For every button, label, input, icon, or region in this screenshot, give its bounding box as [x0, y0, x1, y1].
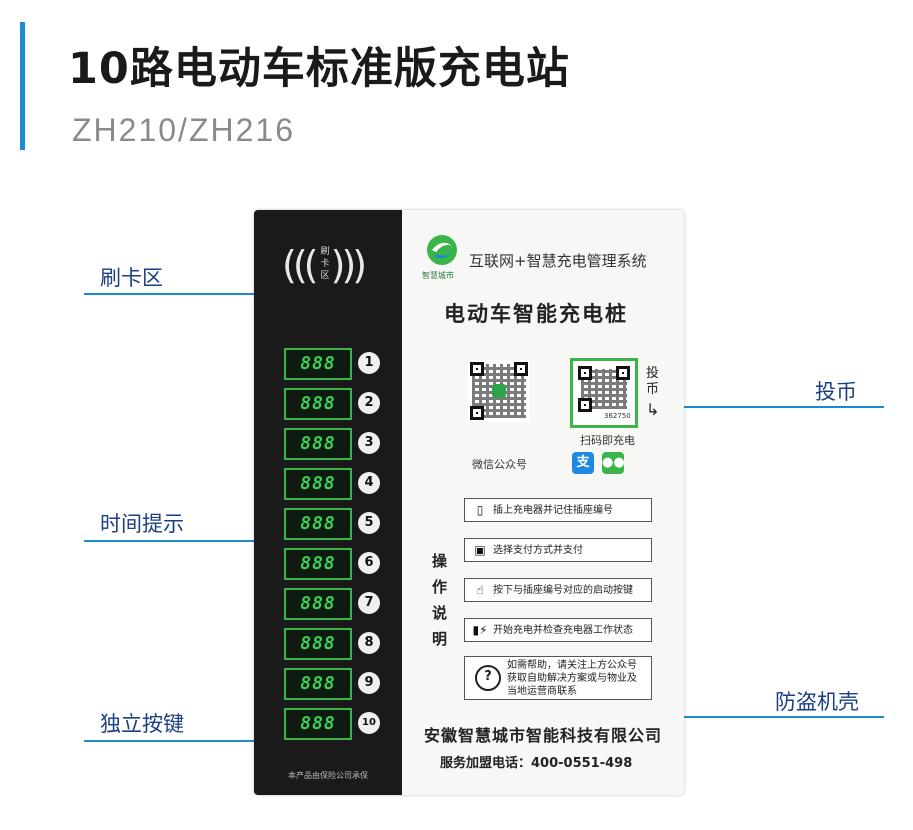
- start-key[interactable]: 10: [358, 712, 380, 734]
- timer-display: 888: [284, 668, 352, 700]
- callout-line-independent-keys: [84, 740, 254, 742]
- wechat-qr-code: [468, 360, 530, 422]
- charging-slot: 888 8: [284, 628, 394, 660]
- card-reader-label: 刷卡区: [320, 247, 330, 281]
- nfc-icon: ((( ))): [282, 243, 367, 287]
- payment-qr-code: [570, 358, 638, 428]
- charging-slot: 888 6: [284, 548, 394, 580]
- scan-to-charge-label: 扫码即充电: [580, 434, 635, 447]
- press-finger-icon: ☝: [476, 583, 484, 597]
- start-key[interactable]: 6: [358, 552, 380, 574]
- instruction-text: 开始充电并检查充电器工作状态: [493, 624, 633, 636]
- start-key[interactable]: 3: [358, 432, 380, 454]
- instruction-step: ☝ 按下与插座编号对应的启动按键: [464, 578, 652, 602]
- timer-display: 888: [284, 508, 352, 540]
- payment-methods-icon: ▣: [474, 543, 486, 557]
- company-name: 安徽智慧城市智能科技有限公司: [424, 726, 663, 745]
- insurance-note: 本产品由保险公司承保: [288, 771, 368, 780]
- timer-display: 888: [284, 468, 352, 500]
- product-name: 电动车智能充电桩: [444, 302, 628, 326]
- coin-slot-label: 投币: [646, 366, 660, 397]
- qr-device-code: 362750: [604, 412, 631, 420]
- callout-line-coin: [684, 406, 884, 408]
- card-reader[interactable]: ((( ))) 刷卡区: [282, 240, 372, 290]
- battery-charging-icon: ▮⚡: [472, 623, 488, 637]
- help-question-icon: ?: [475, 665, 501, 691]
- charging-slot: 888 9: [284, 668, 394, 700]
- wechat-account-label: 微信公众号: [472, 458, 527, 471]
- timer-display: 888: [284, 428, 352, 460]
- charging-slot: 888 10: [284, 708, 394, 740]
- arrow-down-right-icon: ↳: [646, 400, 660, 419]
- title-accent-bar: [20, 22, 25, 150]
- instruction-text: 如需帮助，请关注上方公众号获取自助解决方案或与物业及当地运营商联系: [507, 659, 637, 697]
- system-name: 互联网+智慧充电管理系统: [469, 252, 647, 270]
- timer-display: 888: [284, 548, 352, 580]
- charging-slot: 888 7: [284, 588, 394, 620]
- start-key[interactable]: 4: [358, 472, 380, 494]
- start-key[interactable]: 8: [358, 632, 380, 654]
- timer-display: 888: [284, 588, 352, 620]
- operation-instructions-label: 操作说明: [432, 552, 448, 648]
- callout-anti-theft-case: 防盗机壳: [775, 690, 859, 714]
- start-key[interactable]: 9: [358, 672, 380, 694]
- charging-slot: 888 1: [284, 348, 394, 380]
- charging-slot: 888 4: [284, 468, 394, 500]
- charging-slot: 888 2: [284, 388, 394, 420]
- timer-display: 888: [284, 388, 352, 420]
- start-key[interactable]: 7: [358, 592, 380, 614]
- charging-station-device: ((( ))) 刷卡区 888 1 888 2 888 3 888 4 888 …: [254, 210, 684, 795]
- callout-line-anti-theft-case: [684, 716, 884, 718]
- charging-slot: 888 3: [284, 428, 394, 460]
- model-subtitle: ZH210/ZH216: [72, 112, 295, 148]
- instruction-step: ▣ 选择支付方式并支付: [464, 538, 652, 562]
- instruction-text: 按下与插座编号对应的启动按键: [493, 584, 633, 596]
- alipay-icon: 支: [572, 452, 594, 474]
- callout-independent-keys: 独立按键: [100, 712, 184, 736]
- charging-slot: 888 5: [284, 508, 394, 540]
- plug-icon: ▯: [476, 503, 484, 517]
- instruction-step: ▮⚡ 开始充电并检查充电器工作状态: [464, 618, 652, 642]
- callout-coin: 投币: [815, 380, 857, 404]
- brand-logo-icon: [427, 235, 457, 265]
- instruction-step: ▯ 插上充电器并记住插座编号: [464, 498, 652, 522]
- start-key[interactable]: 1: [358, 352, 380, 374]
- timer-display: 888: [284, 628, 352, 660]
- control-panel: ((( ))) 刷卡区 888 1 888 2 888 3 888 4 888 …: [254, 210, 402, 795]
- start-key[interactable]: 5: [358, 512, 380, 534]
- instruction-step: ? 如需帮助，请关注上方公众号获取自助解决方案或与物业及当地运营商联系: [464, 656, 652, 700]
- service-phone: 服务加盟电话：400-0551-498: [440, 756, 633, 771]
- callout-line-time-prompt: [84, 540, 254, 542]
- page-title: 10路电动车标准版充电站: [68, 44, 570, 94]
- brand-name: 智慧城市: [422, 271, 454, 280]
- wechat-pay-icon: ●●: [602, 452, 625, 474]
- callout-time-prompt: 时间提示: [100, 512, 184, 536]
- instruction-text: 插上充电器并记住插座编号: [493, 504, 613, 516]
- timer-display: 888: [284, 348, 352, 380]
- instruction-text: 选择支付方式并支付: [493, 544, 583, 556]
- callout-line-card-area: [84, 293, 254, 295]
- callout-card-area: 刷卡区: [100, 266, 163, 290]
- timer-display: 888: [284, 708, 352, 740]
- start-key[interactable]: 2: [358, 392, 380, 414]
